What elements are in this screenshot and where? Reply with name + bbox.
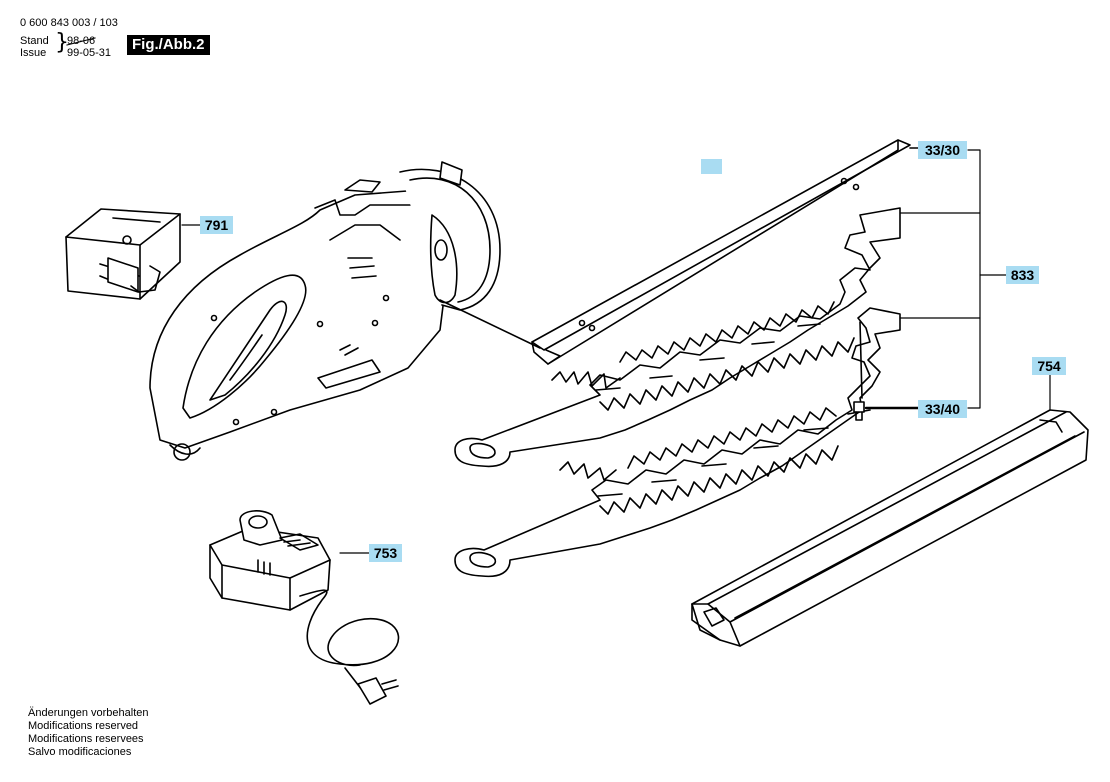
issue-value: 99-05-31 (67, 47, 112, 59)
stand-value: 98-06 (67, 35, 96, 47)
callout-791-battery: 791 (200, 216, 233, 234)
figure-label: Fig./Abb.2 (127, 35, 210, 55)
callout-833-blade-assembly: 833 (1006, 266, 1039, 284)
brace-glyph: } (55, 30, 69, 55)
document-number: 0 600 843 003 / 103 (20, 17, 118, 29)
footer-line-german: Änderungen vorbehalten (28, 707, 149, 719)
callout-754-blade-cover: 754 (1032, 357, 1066, 375)
charger-drawing (209, 510, 400, 705)
issue-label: Issue (20, 47, 47, 59)
footer-line-french: Modifications reservees (28, 733, 144, 745)
footer-notes: Änderungen vorbehalten Modifications res… (28, 707, 148, 759)
blade-guide-rail-drawing (531, 139, 919, 365)
callout-33-30-blade-guide: 33/30 (918, 141, 967, 159)
empty-callout-marker (701, 159, 722, 174)
blade-cover-drawing (691, 409, 1089, 647)
footer-line-spanish: Salvo modificaciones (28, 746, 132, 758)
lower-blade-drawing (454, 307, 901, 578)
footer-line-english: Modifications reserved (28, 720, 139, 732)
hedge-trimmer-body-drawing (149, 161, 541, 461)
battery-pack-drawing (65, 208, 181, 300)
callout-33-40-screw: 33/40 (918, 400, 967, 418)
callout-leaders (181, 149, 1051, 554)
screw-drawing (853, 401, 920, 421)
stand-label: Stand (20, 35, 49, 47)
upper-blade-drawing (454, 207, 901, 468)
callout-753-charger: 753 (369, 544, 402, 562)
